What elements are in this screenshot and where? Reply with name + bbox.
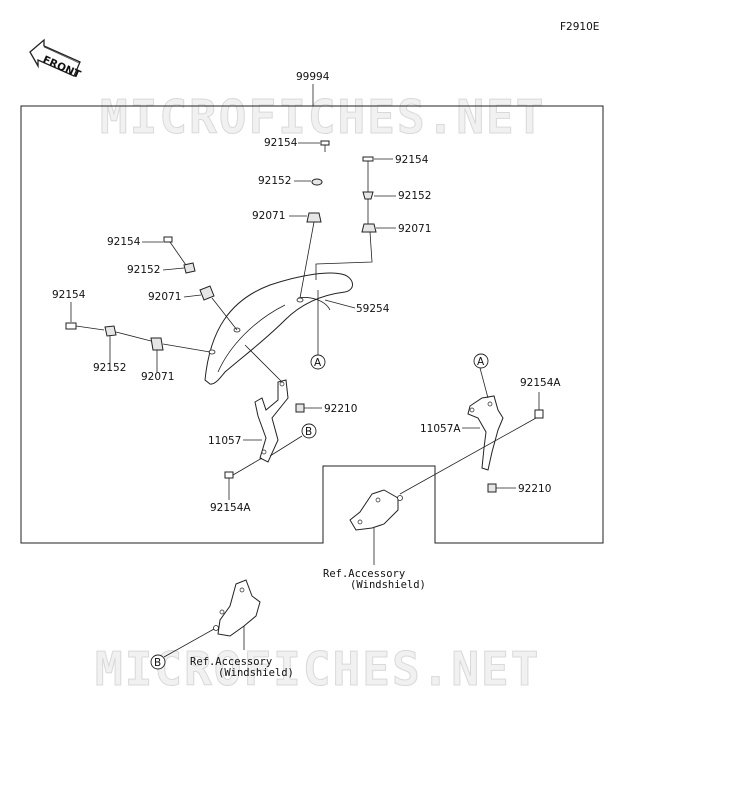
label-92154-far: 92154 [52, 289, 86, 301]
axis-92154A-right [399, 417, 537, 495]
bolt-92154-top-icon [320, 140, 330, 152]
bolt-92154-left-icon [163, 236, 189, 269]
axis-right-stack [315, 168, 373, 280]
label-92152-top: 92152 [258, 175, 291, 187]
callout-b-lower-label: B [154, 657, 161, 669]
label-92154A-right: 92154A [520, 377, 561, 389]
leader-59254 [324, 299, 356, 309]
label-11057A: 11057A [420, 423, 461, 435]
callout-b-lower-marker [150, 654, 166, 670]
label-59254: 59254 [356, 303, 390, 315]
callout-a-marker [310, 354, 326, 370]
assembly-frame [20, 105, 604, 544]
label-92210-left: 92210 [324, 403, 357, 415]
washer-92152-far-icon [104, 325, 117, 337]
windshield-mount-lower-part [213, 579, 261, 637]
label-92152-right: 92152 [398, 190, 431, 202]
watermark-bottom: MICROFICHES.NET [95, 642, 540, 696]
axis-bracket-11057A [479, 367, 489, 399]
front-arrow-icon: FRONT [29, 38, 83, 81]
screw-92154A-left-icon [224, 457, 263, 479]
leader-callout-b-lower [163, 628, 215, 658]
grommet-92071-right-icon [361, 223, 377, 233]
label-92071-far: 92071 [141, 371, 174, 383]
windshield-mount-upper-part [349, 489, 403, 531]
leader-92152-left [162, 267, 185, 271]
label-92152-far: 92152 [93, 362, 126, 374]
washer-92152-right-icon [362, 191, 374, 200]
callout-b-marker [301, 423, 317, 439]
bolt-92154-far-icon [65, 322, 105, 331]
bolt-92154-right-icon [362, 156, 374, 168]
ref-upper-line2: (Windshield) [350, 579, 426, 591]
figure-code: F2910E [560, 21, 599, 33]
screw-92154A-right-icon [534, 409, 544, 419]
callout-b-upper-label: B [305, 426, 312, 438]
label-92210-right: 92210 [518, 483, 551, 495]
bracket-11057A-part [467, 395, 504, 471]
callout-a-right-label: A [477, 356, 485, 368]
label-92154-left: 92154 [107, 236, 141, 248]
assembly-number: 99994 [296, 71, 330, 83]
callout-a-right-marker [473, 353, 489, 369]
grommet-92071-far-icon [150, 337, 164, 351]
ref-lower-line1: Ref.Accessory [190, 656, 272, 668]
bracket-11057-part [254, 379, 289, 463]
label-92071-left: 92071 [148, 291, 181, 303]
grommet-92071-left-icon [199, 285, 215, 301]
axis-top-stack [299, 221, 315, 299]
leader-callout-b-upper [269, 435, 303, 457]
watermark-top: MICROFICHES.NET [100, 90, 545, 144]
callout-a-upper-label: A [314, 357, 322, 369]
axis-left-stack [211, 297, 238, 331]
washer-92152-top-icon [311, 178, 323, 186]
label-92154A-left: 92154A [210, 502, 251, 514]
axis-bracket-11057 [244, 344, 283, 383]
label-92154-top: 92154 [264, 137, 298, 149]
front-fender-part [204, 272, 353, 385]
label-92071-right: 92071 [398, 223, 431, 235]
label-92154-right: 92154 [395, 154, 429, 166]
axis-far-stack-b [162, 343, 211, 353]
label-11057: 11057 [208, 435, 241, 447]
label-92152-left: 92152 [127, 264, 160, 276]
leader-92071-left [183, 294, 202, 298]
ref-upper-line1: Ref.Accessory [323, 568, 405, 580]
axis-far-stack-a [115, 331, 152, 342]
ref-lower-line2: (Windshield) [218, 667, 294, 679]
nut-92210-left-icon [295, 403, 305, 413]
nut-92210-right-icon [487, 483, 497, 493]
label-92071-top: 92071 [252, 210, 285, 222]
washer-92152-left-icon [183, 262, 196, 274]
grommet-92071-top-icon [306, 212, 322, 223]
